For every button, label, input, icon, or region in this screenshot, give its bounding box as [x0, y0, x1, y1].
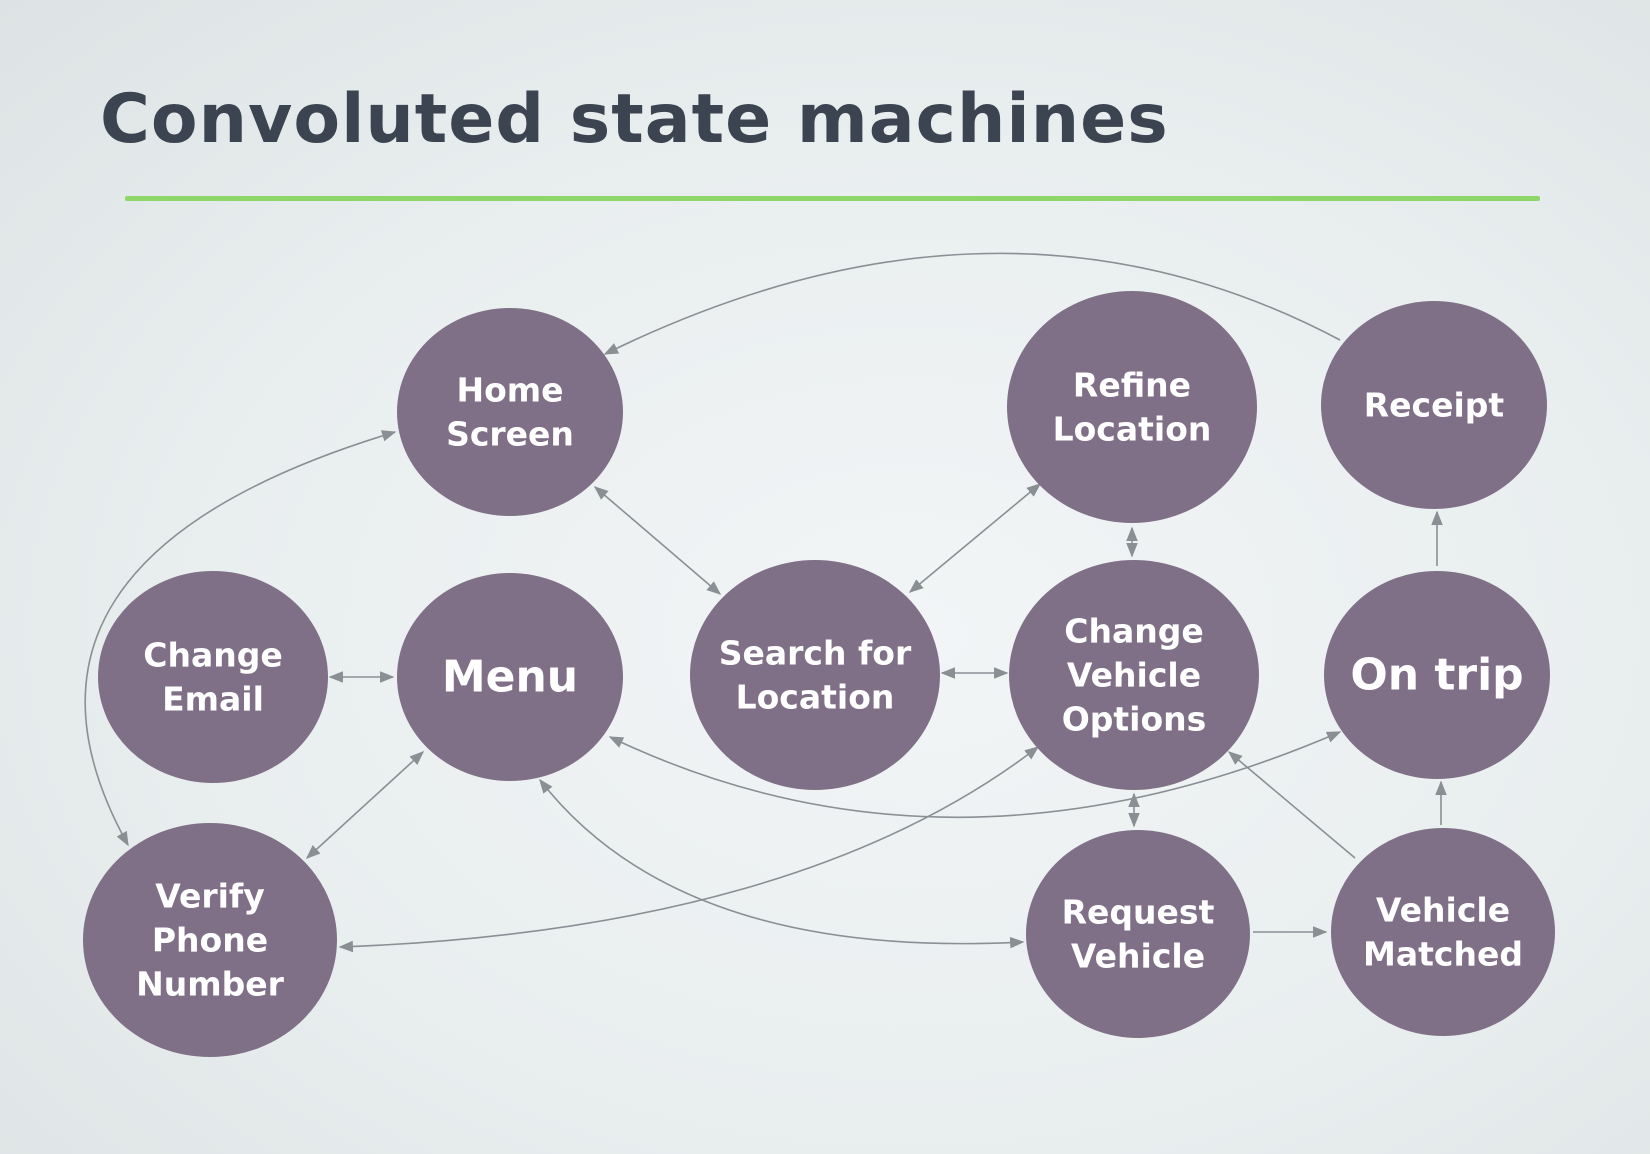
state-circle	[83, 823, 337, 1057]
state-label-line: Menu	[442, 652, 578, 703]
state-label-line: Request	[1062, 893, 1215, 932]
state-circle	[1007, 291, 1257, 523]
edge-menu-to-verify-phone	[305, 751, 425, 859]
state-circle	[397, 573, 623, 781]
edge-verify-phone-to-change-vehicle-options	[338, 746, 1040, 953]
state-label-line: Number	[136, 965, 285, 1004]
state-circle	[1321, 301, 1547, 509]
state-label-line: Screen	[446, 415, 574, 454]
state-label-line: Verify	[155, 877, 265, 916]
state-circle	[690, 560, 940, 790]
state-label-line: Phone	[152, 921, 268, 960]
edge-home-screen-to-verify-phone	[84, 430, 397, 847]
state-label-line: Change	[143, 636, 282, 675]
state-label-line: Location	[736, 678, 895, 717]
state-label-line: Change	[1064, 612, 1203, 651]
state-circle	[1009, 560, 1259, 790]
state-label-line: Refine	[1073, 366, 1191, 405]
state-label-line: Vehicle	[1376, 891, 1510, 930]
state-node-on-trip: On trip	[1324, 571, 1550, 779]
state-label-line: Home	[456, 371, 563, 410]
edge-home-screen-to-search-location	[593, 486, 722, 595]
edge-search-location-to-refine-location	[908, 483, 1042, 593]
state-label-line: Options	[1062, 700, 1207, 739]
state-label-line: Search for	[719, 634, 912, 673]
state-label-line: Email	[162, 680, 264, 719]
edge-menu-to-request-vehicle	[539, 778, 1025, 949]
state-label-line: Vehicle	[1067, 656, 1201, 695]
title-divider	[125, 196, 1540, 201]
slide-title: Convoluted state machines	[100, 80, 1169, 159]
state-circle	[1026, 830, 1250, 1038]
state-node-receipt: Receipt	[1321, 301, 1547, 509]
state-node-menu: Menu	[397, 573, 623, 781]
state-label-line: On trip	[1350, 650, 1523, 701]
state-label-line: Location	[1053, 410, 1212, 449]
state-label-line: Matched	[1363, 935, 1523, 974]
edges-layer	[84, 252, 1447, 953]
state-circle	[397, 308, 623, 516]
state-label-line: Vehicle	[1071, 937, 1205, 976]
edge-vehicle-matched-to-change-vehicle-options	[1227, 751, 1356, 859]
edge-receipt-to-home-screen	[603, 252, 1341, 355]
state-circle	[1331, 828, 1555, 1036]
state-circle	[1324, 571, 1550, 779]
state-label-line: Receipt	[1364, 386, 1505, 425]
state-circle	[98, 571, 328, 783]
